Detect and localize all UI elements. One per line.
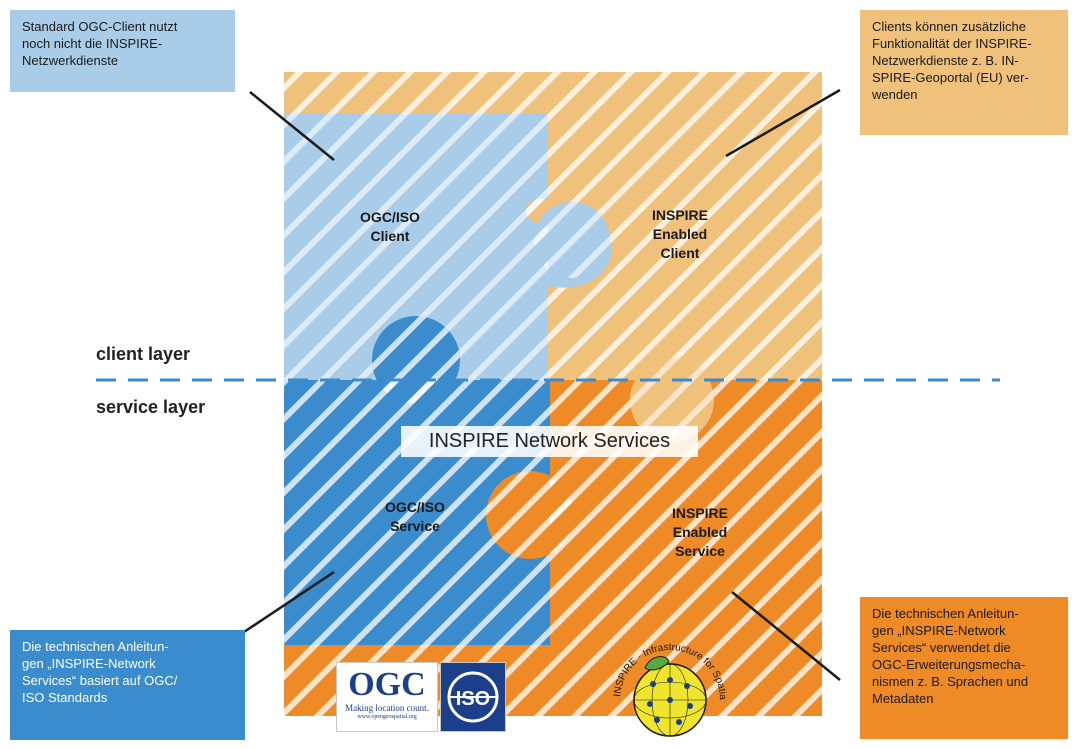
ogc-logo: OGC Making location count. www.opengeosp… [336,662,438,732]
client-layer-label: client layer [96,344,191,364]
inspire-service-label: INSPIRE Enabled Service [671,505,728,559]
svg-text:ISO: ISO [456,688,490,710]
leader-line-bl [243,570,335,634]
leader-line-tl [249,91,335,161]
inspire-client-label: INSPIRE Enabled Client [651,207,708,261]
callout-inspire-service: Die technischen Anleitun- gen „INSPIRE-N… [860,597,1068,739]
callout-ogc-service: Die technischen Anleitun- gen „INSPIRE-N… [10,630,245,740]
ogc-client-label: OGC/ISO Client [360,209,420,244]
callout-ogc-client: Standard OGC-Client nutzt noch nicht die… [10,10,235,92]
callout-inspire-client: Clients können zusätzliche Funktionalitä… [860,10,1068,135]
iso-logo: ISO [440,662,506,732]
service-layer-label: service layer [96,397,206,417]
leader-line-tr [725,88,841,158]
inspire-logo: INSPIRE · Infrastructure for Spatial Inf… [595,630,728,737]
ogc-service-label: OGC/ISO Service [385,499,445,534]
leader-line-br [731,591,841,681]
network-services-banner: INSPIRE Network Services [401,426,698,457]
